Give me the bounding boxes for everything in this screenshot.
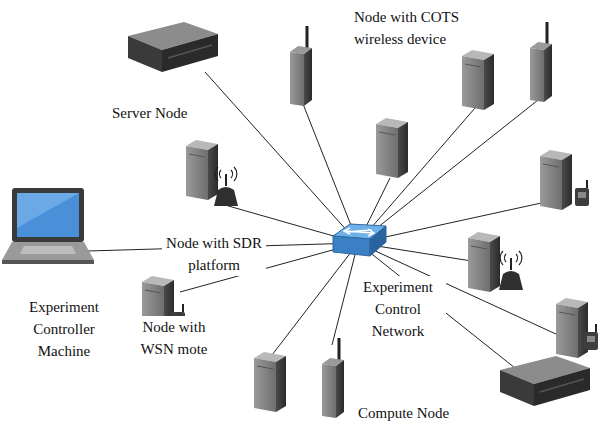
cots-router-icon [290,26,312,106]
node-icon [468,232,500,292]
network-switch [333,224,386,256]
node-icon [556,298,588,358]
sdr-icon [214,167,238,206]
device-label: Node with WSN mote [124,316,224,360]
network-label: Experiment Control Network [350,276,446,342]
cots-router-icon [530,22,552,102]
device-label: Node with SDR platform [162,232,266,276]
device-label: Server Node [110,102,189,124]
node-icon [186,140,218,200]
network-cables [88,72,558,372]
compute-router-icon [322,338,344,418]
node-icon [376,118,408,178]
device-label: Node with COTS wireless device [352,6,472,50]
device-label: Compute Node [356,402,451,424]
device-label: Experiment Controller Machine [10,296,118,362]
compute-node-icon [254,352,286,412]
server-node-icon [128,22,218,72]
laptop-icon [2,188,94,264]
wsn-mote-icon [584,324,598,350]
node-icon [540,150,572,210]
sdr-icon [499,251,523,290]
server-node-icon [500,356,590,406]
wsn-mote-icon [575,180,589,206]
node-icon [462,50,494,110]
